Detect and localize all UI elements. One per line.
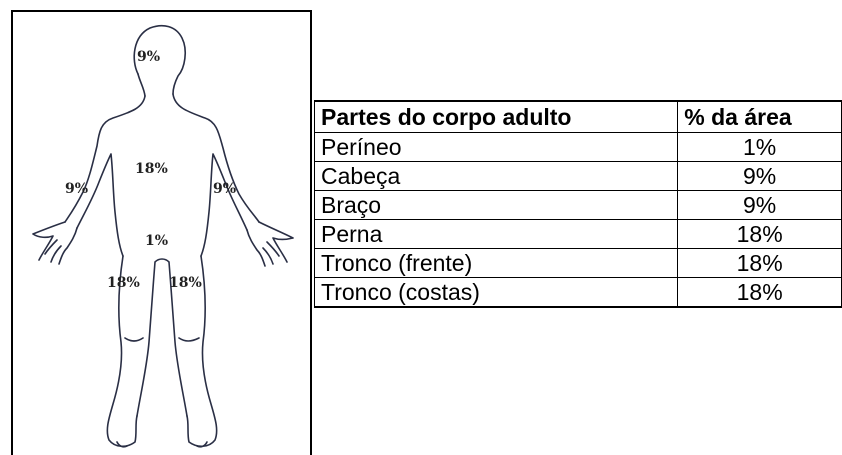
- right-leg-outline: [186, 255, 218, 448]
- row-percent-cell: 18%: [677, 247, 842, 278]
- left-inner-arm-outline: [76, 153, 124, 257]
- header-body-parts: Partes do corpo adulto: [313, 100, 679, 133]
- left-shoulder-outline: [64, 95, 146, 223]
- table-row: Períneo 1%: [313, 131, 842, 162]
- human-body-outline: [32, 24, 294, 448]
- right-hand-outline: [246, 221, 294, 267]
- row-percent-cell: 1%: [677, 131, 842, 162]
- right-inner-arm-outline: [200, 153, 248, 257]
- table-header-row: Partes do corpo adulto % da área: [313, 100, 842, 133]
- row-percent-cell: 18%: [677, 276, 842, 308]
- left-arm-percent-label: 9%: [65, 181, 89, 197]
- row-percent-cell: 18%: [677, 218, 842, 249]
- header-area-percent: % da área: [677, 100, 842, 133]
- row-percent-cell: 9%: [677, 189, 842, 220]
- table-row: Tronco (frente) 18%: [313, 247, 842, 278]
- body-figure-panel: 9% 18% 9% 9% 1% 18% 18%: [11, 10, 312, 455]
- table-row: Perna 18%: [313, 218, 842, 249]
- row-part-cell: Braço: [313, 189, 679, 220]
- row-part-cell: Perna: [313, 218, 679, 249]
- row-part-cell: Períneo: [313, 131, 679, 162]
- row-percent-cell: 9%: [677, 160, 842, 191]
- table-row: Tronco (costas) 18%: [313, 276, 842, 308]
- row-part-cell: Tronco (costas): [313, 276, 679, 308]
- left-leg-outline: [106, 255, 138, 448]
- right-arm-percent-label: 9%: [213, 181, 237, 197]
- table-row: Braço 9%: [313, 189, 842, 220]
- right-shoulder-outline: [172, 93, 260, 223]
- chest-percent-label: 18%: [135, 161, 168, 177]
- row-part-cell: Tronco (frente): [313, 247, 679, 278]
- head-percent-label: 9%: [137, 49, 161, 65]
- inner-legs-outline: [136, 258, 188, 417]
- body-area-table: Partes do corpo adulto % da área Períneo…: [313, 100, 842, 308]
- left-leg-percent-label: 18%: [107, 275, 140, 291]
- table-row: Cabeça 9%: [313, 160, 842, 191]
- row-part-cell: Cabeça: [313, 160, 679, 191]
- right-leg-percent-label: 18%: [169, 275, 202, 291]
- head-outline: [133, 24, 187, 95]
- left-hand-outline: [32, 221, 78, 265]
- perineum-percent-label: 1%: [145, 233, 169, 249]
